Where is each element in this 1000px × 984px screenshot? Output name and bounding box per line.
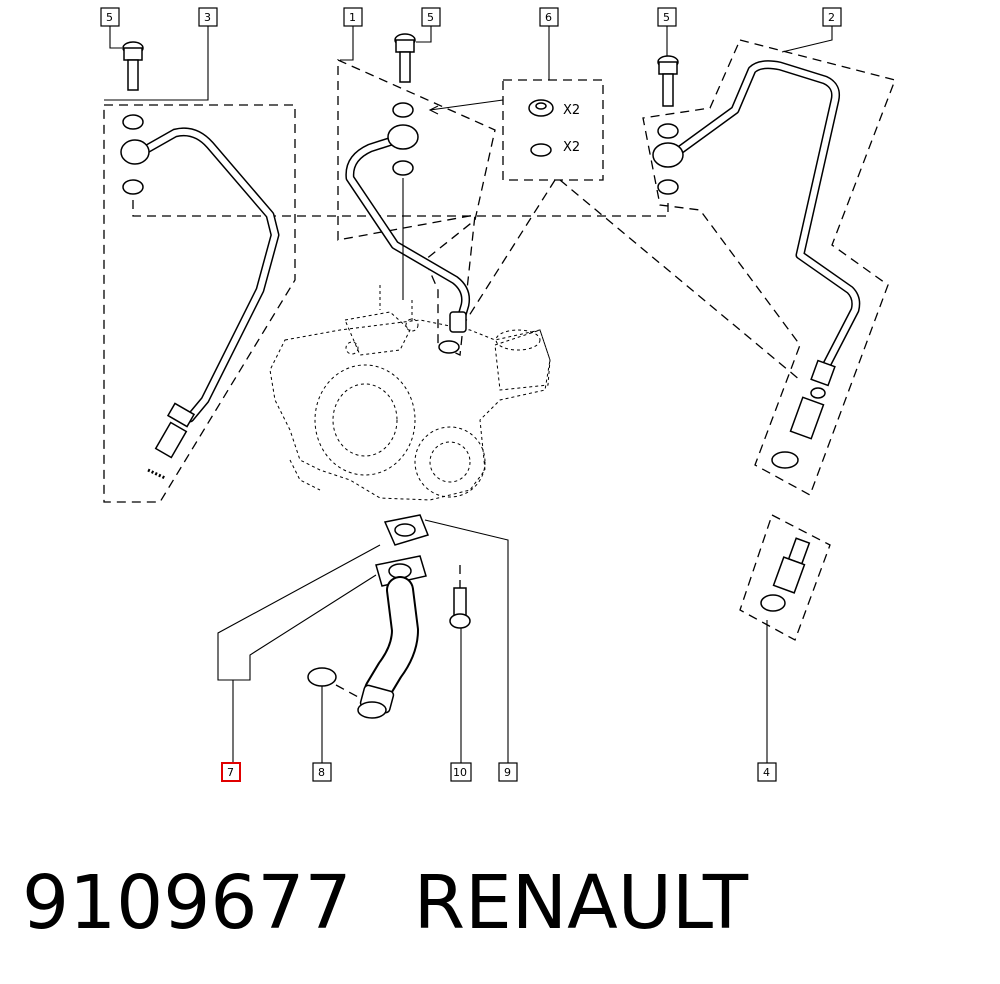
pipe-3	[120, 114, 280, 480]
part-number: 9109677	[22, 860, 352, 946]
svg-text:9: 9	[504, 766, 511, 779]
callout-7: 7	[221, 762, 241, 782]
group-frames	[103, 39, 896, 641]
turbocharger-parts-diagram: X2 X2	[100, 7, 896, 782]
part-4-adapter	[760, 537, 811, 612]
callout-6: 6	[539, 7, 559, 27]
callout-10: 10	[450, 762, 472, 782]
svg-text:2: 2	[828, 11, 835, 24]
svg-text:6: 6	[545, 11, 552, 24]
callout-4: 4	[757, 762, 777, 782]
svg-text:3: 3	[204, 11, 211, 24]
brand-name: RENAULT	[413, 860, 749, 946]
callout-3: 3	[198, 7, 218, 27]
callout-5-left: 5	[100, 7, 120, 27]
bolt-5-left	[122, 41, 144, 91]
callout-8: 8	[312, 762, 332, 782]
callout-5-right: 5	[657, 7, 677, 27]
svg-text:5: 5	[106, 11, 113, 24]
callout-5-center: 5	[421, 7, 441, 27]
bolt-5-right	[657, 55, 679, 107]
svg-text:4: 4	[763, 766, 770, 779]
turbocharger-outline	[269, 285, 551, 501]
callout-1: 1	[343, 7, 363, 27]
part-caption: 9109677 RENAULT	[22, 858, 748, 948]
callout-2: 2	[822, 7, 842, 27]
pipe-2	[652, 60, 861, 469]
svg-text:10: 10	[453, 766, 467, 779]
svg-text:5: 5	[663, 11, 670, 24]
svg-text:1: 1	[349, 11, 356, 24]
svg-text:8: 8	[318, 766, 325, 779]
leader-lines	[104, 26, 833, 763]
bolt-5-center	[394, 33, 416, 83]
kit-6-contents: X2 X2	[428, 99, 580, 157]
svg-text:7: 7	[227, 766, 234, 779]
drain-pipe-7	[307, 514, 471, 719]
kit-qty-washer: X2	[563, 103, 580, 118]
pipe-1	[345, 102, 470, 354]
callout-9: 9	[498, 762, 518, 782]
svg-text:5: 5	[427, 11, 434, 24]
kit-qty-oring: X2	[563, 140, 580, 155]
